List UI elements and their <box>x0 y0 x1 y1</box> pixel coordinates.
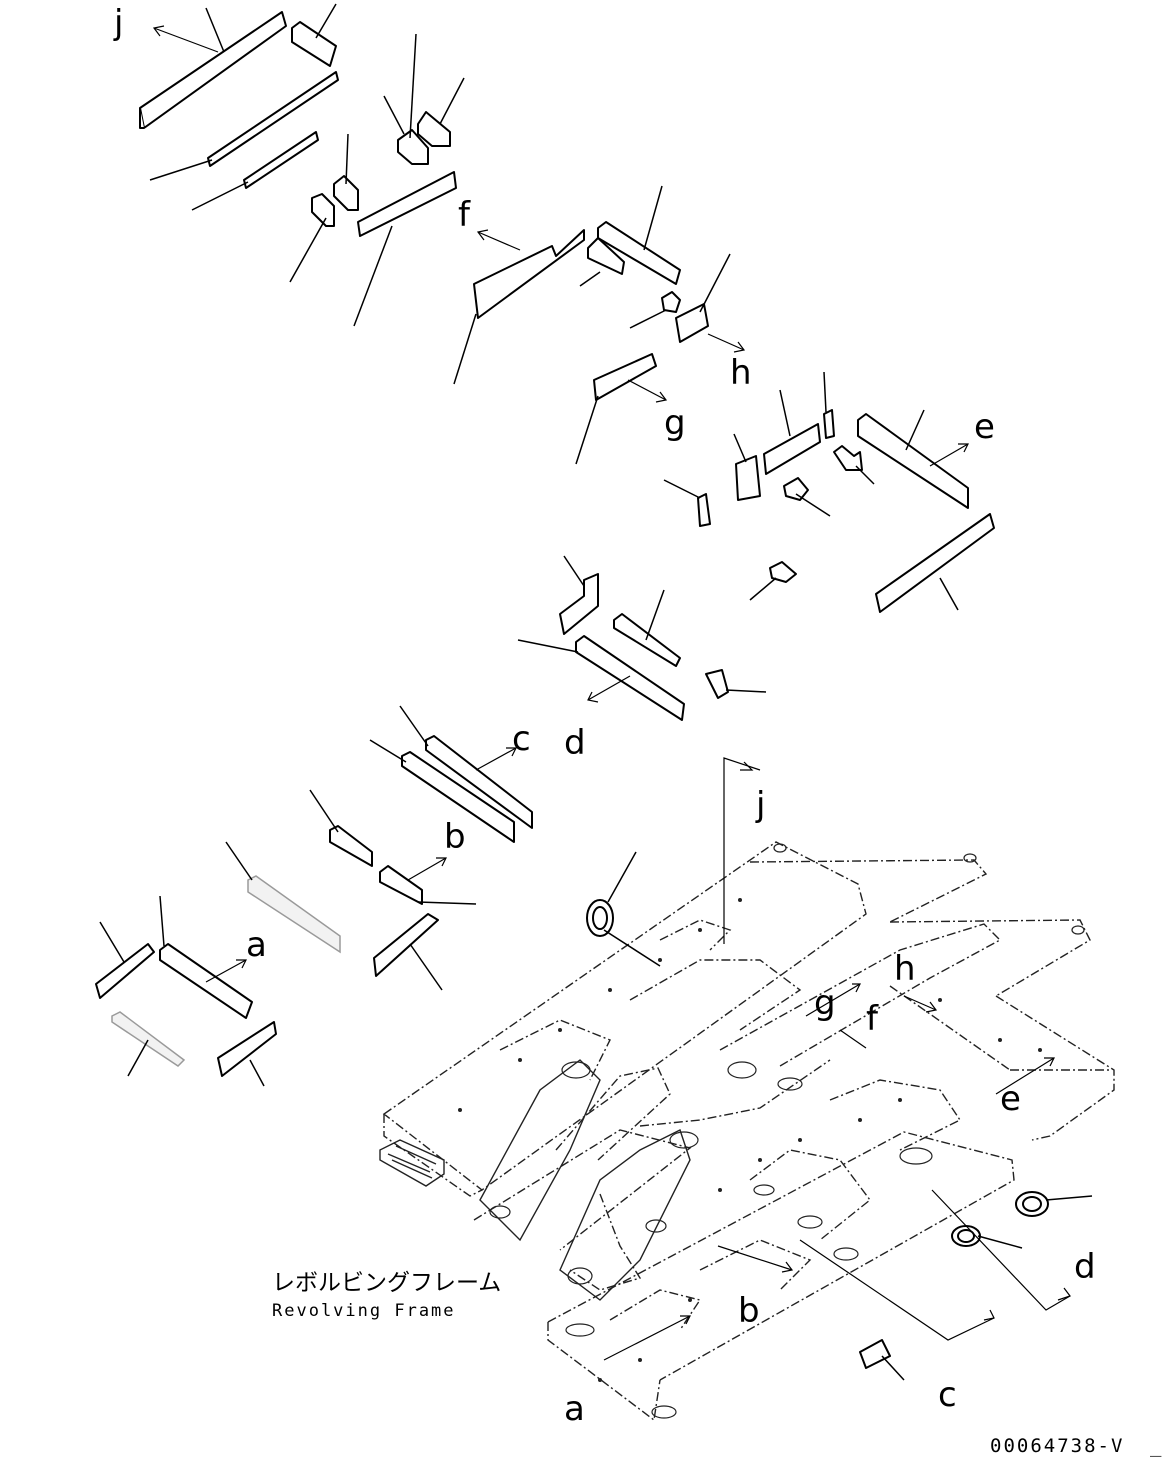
corner-mark: _ <box>1150 1435 1163 1457</box>
part-group-a <box>95 841 341 1087</box>
label-h-top: h <box>730 353 752 393</box>
part-group-d <box>517 555 767 721</box>
label-e-frame: e <box>1000 1079 1021 1119</box>
label-d-top: d <box>564 723 586 763</box>
label-g-top: g <box>664 403 686 443</box>
label-c-frame: c <box>938 1375 957 1415</box>
part-group-f <box>453 185 746 465</box>
label-j-top: j <box>113 3 123 43</box>
label-f-top: f <box>458 195 471 235</box>
label-a-top: a <box>246 925 267 965</box>
part-group-j <box>139 3 465 327</box>
label-f-frame: f <box>866 999 879 1039</box>
revolving-frame <box>379 841 1115 1422</box>
label-c-top: c <box>512 719 531 759</box>
drawing-code: 00064738-V <box>990 1435 1124 1457</box>
label-e-top: e <box>974 407 995 447</box>
part-group-c <box>309 705 533 991</box>
plug-parts <box>586 851 1093 1381</box>
position-arrows <box>603 757 1071 1361</box>
label-h-frame: h <box>894 949 916 989</box>
label-a-frame: a <box>564 1389 585 1429</box>
label-g-frame: g <box>814 983 836 1023</box>
frame-label-jp: レボルビングフレーム <box>272 1270 501 1296</box>
part-group-e <box>663 371 995 613</box>
label-j-frame: j <box>755 785 765 825</box>
label-b-frame: b <box>738 1291 760 1331</box>
frame-label-en: Revolving Frame <box>272 1301 456 1321</box>
label-d-frame: d <box>1074 1247 1096 1287</box>
label-b-top: b <box>444 817 466 857</box>
